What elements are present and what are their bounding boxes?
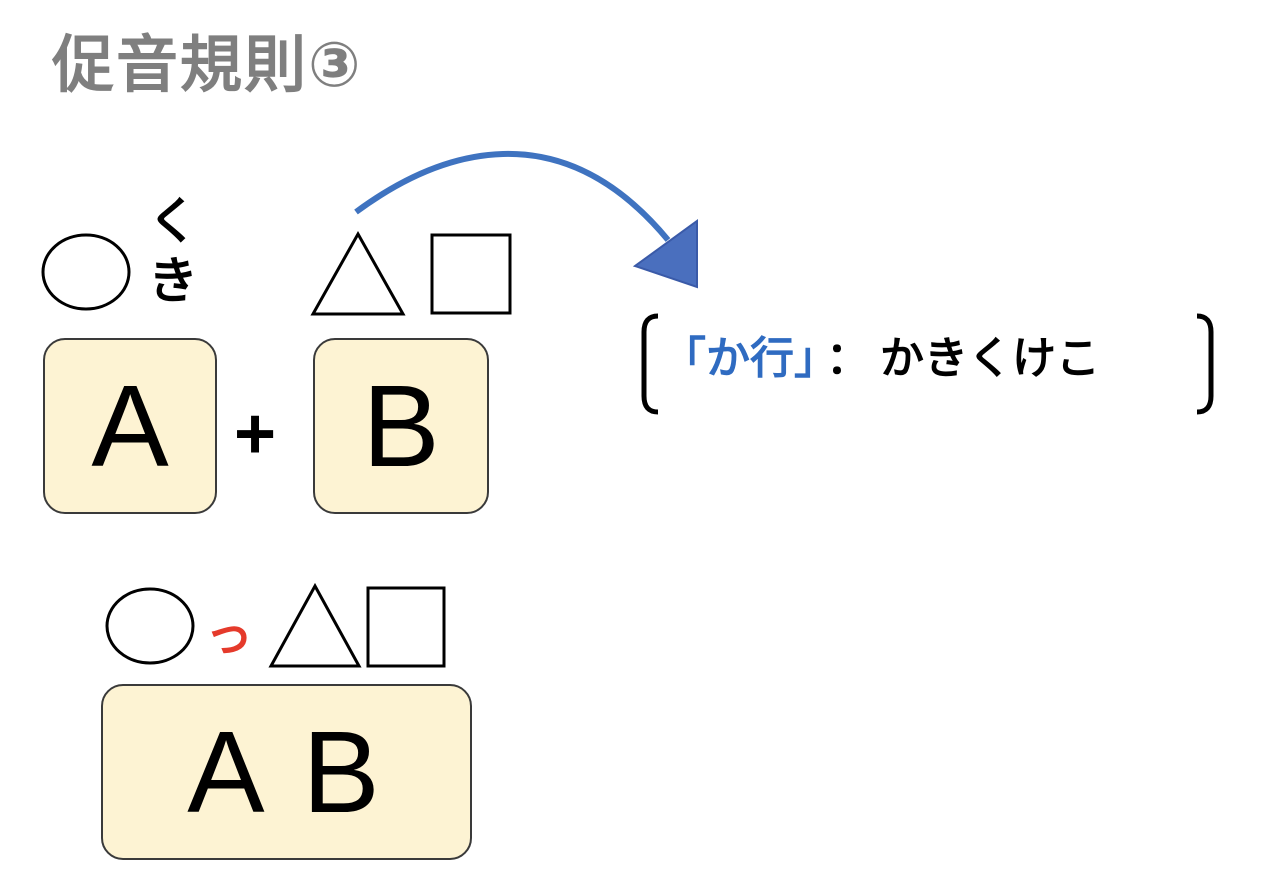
- plus-sign: +: [234, 394, 277, 474]
- rule-separator: ：: [826, 333, 870, 384]
- rule-bracket: [641, 313, 1214, 415]
- arrow-curve: [354, 151, 671, 242]
- box-a-label: A: [91, 361, 169, 491]
- rule-text: 「か行」：かきくけこ: [662, 337, 1100, 381]
- small-tsu: っ: [205, 607, 254, 663]
- box-a: A: [43, 338, 217, 514]
- triangle-placeholder-1: [310, 230, 406, 316]
- circle-placeholder-1: [41, 233, 131, 311]
- triangle-placeholder-2: [268, 582, 362, 668]
- box-b-label: B: [362, 361, 440, 491]
- page-title: 促音規則③: [52, 28, 363, 101]
- box-ab-label: A B: [187, 707, 386, 837]
- square-placeholder-1: [430, 233, 512, 315]
- box-ab: A B: [101, 684, 472, 860]
- circle-placeholder-2: [105, 587, 195, 665]
- rule-list: かきくけこ: [880, 333, 1100, 384]
- box-b: B: [313, 338, 489, 514]
- square-placeholder-2: [366, 586, 446, 668]
- kana-ku: く: [148, 192, 198, 250]
- rule-kagyo: 「か行」: [662, 333, 816, 384]
- kana-ki: き: [148, 252, 198, 310]
- arrow-head-icon: [632, 219, 698, 289]
